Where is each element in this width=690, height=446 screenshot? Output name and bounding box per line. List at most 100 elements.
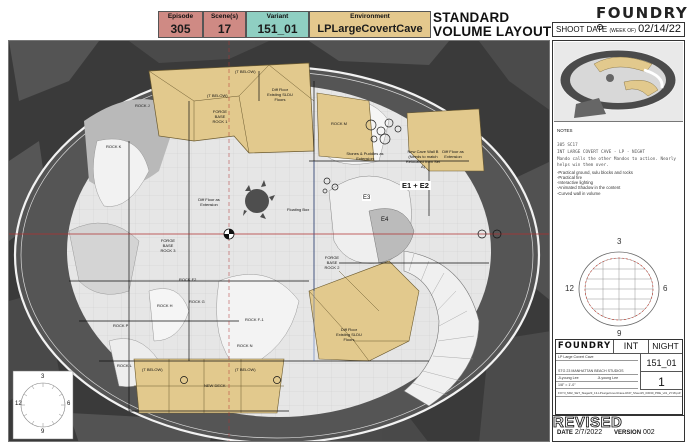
label-diff-floor-4: Diff Floor Existing SLDU Floors [336, 327, 362, 342]
label-rock-p: ROCK P [113, 323, 129, 328]
label-diff-floor-2: Diff Floor as Extension [198, 197, 220, 207]
title-line-1: STANDARD [433, 10, 510, 25]
dimension-lines [69, 71, 489, 412]
label-forge-base-1: FORGE BASE ROCK 1 [212, 109, 228, 124]
set-thumbnail [554, 42, 683, 122]
compass-label-w: 12 [565, 284, 574, 293]
rock-shape-left [68, 222, 140, 295]
scene-box: Scene(s) 17 [203, 11, 246, 38]
label-diff-floor-1: Diff Floor Existing SLDU Floors [267, 87, 293, 102]
title-block-sheet: 1 [658, 375, 665, 389]
title-block-filename: FOY3_M02_SET_Stage23_13-LPLargeCovertCav… [556, 391, 682, 397]
plan-drawing [9, 41, 549, 441]
revision-version: 002 [643, 429, 655, 436]
note-bullet: -Curved wall in volume [557, 190, 601, 196]
label-rock-f2: ROCK F2 [179, 277, 197, 282]
title-block-row [556, 360, 638, 361]
label-new-deck: NEW DECK [204, 383, 226, 388]
shoot-date-value: 02/14/22 [638, 23, 681, 35]
title-block-brand-text: FOUNDRY [557, 341, 612, 351]
label-diff-floor-3: Diff Floor as Extension [442, 149, 464, 159]
variant-value: 151_01 [257, 22, 298, 36]
note-bullet: -Animated Shadow in the content [557, 185, 621, 191]
label-rock-m: ROCK M [331, 121, 347, 126]
revision-date: 2/7/2022 [574, 429, 603, 436]
fire-pit [245, 189, 269, 213]
orientation-diagram: 3 6 9 12 [563, 237, 676, 339]
label-forge-base-2: FORGE BASE ROCK 2 [324, 255, 340, 270]
title-block-checked-by: Ji-young Lee [597, 376, 619, 380]
label-t-below-b: (T BELOW) [235, 69, 256, 74]
compass-label-e: 6 [663, 284, 668, 293]
shoot-date-week-label: (WEEK OF) [609, 28, 636, 34]
plan-label-layer: ROCK J ROCK K ROCK M ROCK L ROCK F-1 ROC… [9, 41, 549, 441]
title-block-row: STG 23 MANHATTAN BEACH STUDIOS [556, 368, 638, 375]
foundry-logo-text: FOUNDRY [596, 4, 689, 22]
mini-compass-e: 6 [67, 401, 71, 407]
compass-label-n: 3 [617, 237, 622, 246]
variant-box: Variant 151_01 [246, 11, 309, 38]
note-scene-line: INT LARGE COVERT CAVE - LP - NIGHT [557, 150, 645, 156]
notes-title: NOTES [557, 128, 573, 133]
target-markers [180, 229, 502, 384]
rock-k-shape [93, 138, 150, 207]
note-bullet: -Interactive lighting [557, 180, 594, 186]
foundry-logo: FOUNDRY [596, 4, 690, 40]
label-rock-h: ROCK H [157, 303, 173, 308]
note-action: Mando calls the other Mandos to action. … [557, 157, 676, 168]
title-line-2: VOLUME LAYOUT [433, 24, 552, 39]
title-block-variant: 151_01 [646, 358, 677, 368]
scene-value: 17 [217, 22, 232, 36]
revision-version-label: VERSION [614, 430, 642, 436]
label-rock-j: ROCK J [135, 103, 150, 108]
label-t-below-a: (T BELOW) [207, 93, 228, 98]
shoot-date-label: SHOOT DATE [556, 25, 608, 34]
title-block-int-text: INT [623, 341, 639, 351]
label-rock-f1: ROCK F-1 [245, 317, 264, 322]
label-stones-puddles: Stones & Puddles as Extension [346, 151, 384, 161]
curved-deck [403, 250, 480, 407]
title-block-night-text: NIGHT [652, 341, 679, 351]
set-thumbnail-drawing [554, 42, 683, 121]
mini-compass-n: 3 [41, 374, 45, 380]
environment-value: LPLargeCovertCave [317, 23, 423, 35]
scene-label: Scene(s) [210, 13, 239, 20]
fire-pit-flames [243, 180, 275, 219]
title-block-brand: FOUNDRY [556, 340, 614, 354]
platform-top [148, 62, 315, 154]
environment-box: Environment LPLargeCovertCave [309, 11, 431, 38]
compass-label-s: 9 [617, 329, 622, 338]
platform-right [406, 108, 485, 172]
revised-stamp: REVISED [553, 414, 623, 432]
mini-compass-w: 12 [15, 401, 22, 407]
volume-layout-plan: ROCK J ROCK K ROCK M ROCK L ROCK F-1 ROC… [8, 40, 550, 442]
title-block-int: INT [614, 340, 649, 354]
rock-f1-shape [216, 274, 300, 372]
note-bullet: -Practical fire [557, 175, 583, 181]
title-block-sheet-cell: 1 [640, 372, 682, 390]
mini-compass [12, 370, 74, 440]
label-rock-n: ROCK N [237, 343, 253, 348]
info-panel: NOTES 305 SC17 INT LARGE COVERT CAVE - L… [552, 40, 685, 442]
label-new-cave-wall: New Cave Wall B (Needs to match Relocate… [405, 149, 441, 169]
orientation-diagram-drawing [578, 251, 660, 327]
mini-compass-s: 9 [41, 429, 45, 435]
note-ref: 305 SC17 [557, 143, 578, 148]
curved-deck-slats [408, 253, 475, 396]
note-bullet: -Practical ground, sulu blocks and rocks [557, 169, 633, 175]
episode-label: Episode [167, 13, 194, 20]
stone-cluster [322, 118, 402, 194]
label-t-below-d: (T BELOW) [235, 367, 256, 372]
environment-label: Environment [350, 13, 390, 20]
label-forge-base-3: FORGE BASE ROCK 3 [160, 238, 176, 253]
revision-info: DATE 2/7/2022 VERSION 002 [557, 429, 655, 436]
notes-body: 305 SC17 INT LARGE COVERT CAVE - LP - NI… [557, 143, 682, 196]
label-t-below-c: (T BELOW) [142, 367, 163, 372]
title-block-row: 1/8" = 1'-0" [556, 382, 638, 389]
label-rock-l: ROCK L [117, 363, 132, 368]
rock-e4-shape [368, 208, 415, 264]
variant-label: Variant [266, 13, 289, 20]
revision-date-label: DATE [557, 430, 573, 436]
label-floating-box: Floating Box [287, 207, 310, 212]
label-rock-k: ROCK K [106, 144, 122, 149]
